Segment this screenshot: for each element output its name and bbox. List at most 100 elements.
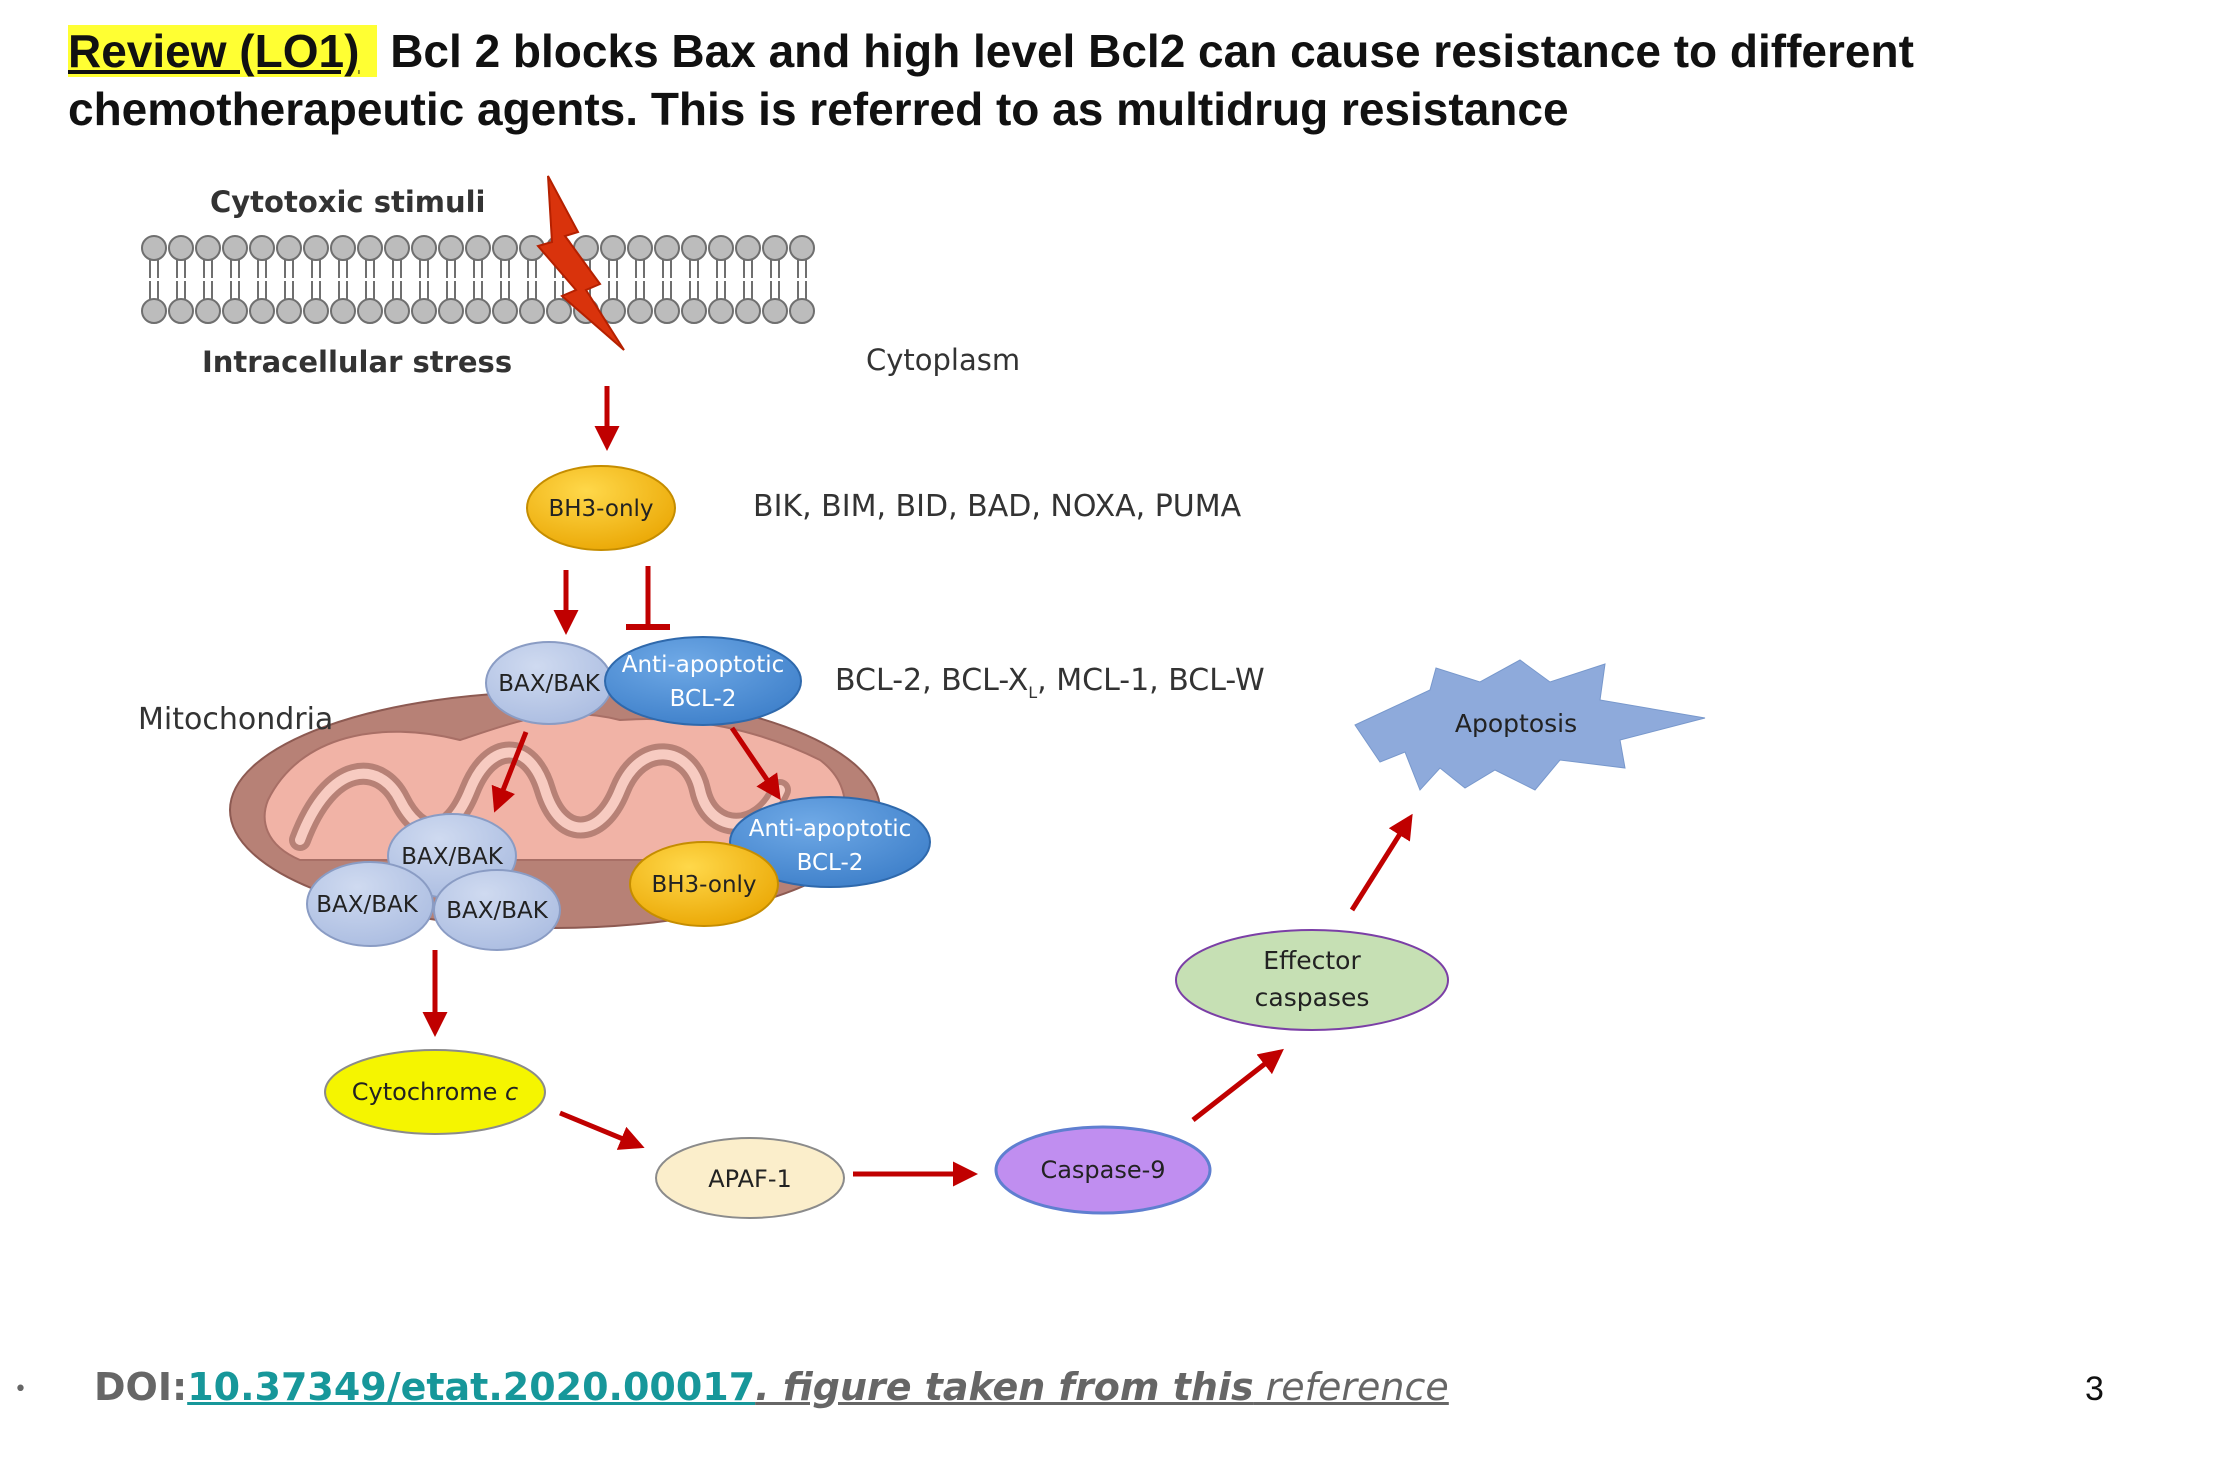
anti-apoptotic-line1: Anti-apoptotic bbox=[622, 652, 785, 678]
intracellular-stress-label: Intracellular stress bbox=[202, 345, 512, 379]
svg-text:BH3-only: BH3-only bbox=[651, 872, 756, 898]
lipid-head bbox=[627, 235, 653, 261]
mitochondria-label: Mitochondria bbox=[138, 702, 333, 737]
apoptosis-label: Apoptosis bbox=[1455, 709, 1577, 738]
bcl2-members-label: BCL-2, BCL-XL, MCL-1, BCL-W bbox=[835, 663, 1265, 702]
title-highlight: Review (LO1) bbox=[68, 25, 378, 77]
lipid-head bbox=[762, 235, 788, 261]
bh3-only-node: BH3-only bbox=[526, 465, 676, 551]
bax-bak-pore-right: BAX/BAK bbox=[433, 869, 561, 951]
caspase-9-node: Caspase-9 bbox=[994, 1125, 1212, 1215]
lipid-head bbox=[168, 235, 194, 261]
apoptosis-burst: Apoptosis bbox=[1354, 659, 1706, 791]
bh3-members-label: BIK, BIM, BID, BAD, NOXA, PUMA bbox=[753, 489, 1242, 524]
doi-label: DOI: bbox=[94, 1365, 188, 1409]
lipid-head bbox=[708, 235, 734, 261]
lipid-head bbox=[438, 235, 464, 261]
lipid-head bbox=[330, 235, 356, 261]
bh3-only-label: BH3-only bbox=[548, 496, 653, 522]
anti-apoptotic-cytosolic-node: Anti-apoptotic BCL-2 bbox=[604, 636, 802, 726]
lipid-head bbox=[465, 235, 491, 261]
effector-line2: caspases bbox=[1255, 983, 1370, 1012]
lipid-head bbox=[168, 298, 194, 324]
lipid-head bbox=[600, 298, 626, 324]
lipid-head bbox=[627, 298, 653, 324]
arrow-caspase9-to-effector bbox=[1191, 1048, 1284, 1122]
lipid-head bbox=[411, 235, 437, 261]
lipid-head bbox=[681, 235, 707, 261]
lipid-head bbox=[195, 298, 221, 324]
lipid-head bbox=[222, 235, 248, 261]
lipid-head bbox=[222, 298, 248, 324]
lipid-head bbox=[384, 235, 410, 261]
lipid-head bbox=[303, 235, 329, 261]
svg-text:BAX/BAK: BAX/BAK bbox=[446, 898, 549, 924]
lipid-head bbox=[411, 298, 437, 324]
cytotoxic-stimuli-label: Cytotoxic stimuli bbox=[210, 185, 486, 219]
cell-membrane bbox=[141, 235, 815, 324]
anti-apoptotic-line2: BCL-2 bbox=[670, 686, 737, 712]
lipid-head bbox=[141, 235, 167, 261]
apaf-1-label: APAF-1 bbox=[708, 1165, 792, 1193]
anti-apoptotic-mito-node: Anti-apoptotic BCL-2 bbox=[729, 796, 931, 888]
bax-bak-pore-left: BAX/BAK bbox=[306, 861, 434, 947]
effector-line1: Effector bbox=[1263, 946, 1361, 975]
apaf-1-node: APAF-1 bbox=[655, 1137, 845, 1219]
lipid-head bbox=[438, 298, 464, 324]
reference-link[interactable]: reference bbox=[1253, 1365, 1449, 1409]
slide-number: 3 bbox=[2085, 1370, 2104, 1408]
lipid-head bbox=[708, 298, 734, 324]
lipid-head bbox=[735, 235, 761, 261]
arrow-effector-to-apoptosis bbox=[1349, 813, 1413, 912]
title-line-1: Bcl 2 blocks Bax and high level Bcl2 can… bbox=[390, 25, 1914, 77]
lipid-head bbox=[681, 298, 707, 324]
footer-reference: • DOI:10.37349/etat.2020.00017. figure ta… bbox=[14, 1365, 1449, 1409]
lipid-head bbox=[519, 298, 545, 324]
figure-source-text: . figure taken from this bbox=[755, 1365, 1254, 1409]
lipid-head bbox=[789, 235, 815, 261]
cytochrome-label: Cytochrome c bbox=[352, 1078, 518, 1106]
svg-text:BCL-2: BCL-2 bbox=[797, 850, 864, 876]
arrow-cytochrome-to-apaf bbox=[559, 1110, 645, 1150]
lightning-bolt-icon bbox=[536, 175, 625, 351]
svg-text:BAX/BAK: BAX/BAK bbox=[316, 892, 419, 918]
svg-text:Anti-apoptotic: Anti-apoptotic bbox=[749, 816, 912, 842]
caspase-9-label: Caspase-9 bbox=[1040, 1156, 1165, 1184]
lipid-head bbox=[492, 298, 518, 324]
cytochrome-c-node: Cytochrome c bbox=[324, 1049, 546, 1135]
slide-title: Review (LO1) Bcl 2 blocks Bax and high l… bbox=[68, 22, 2068, 138]
arrow-bcl2-translocation bbox=[729, 726, 781, 801]
cytoplasm-label: Cytoplasm bbox=[866, 343, 1020, 377]
lipid-head bbox=[303, 298, 329, 324]
lipid-head bbox=[276, 235, 302, 261]
lipid-head bbox=[654, 298, 680, 324]
lipid-head bbox=[141, 298, 167, 324]
lipid-head bbox=[735, 298, 761, 324]
bax-bak-cytosolic-node: BAX/BAK bbox=[485, 641, 613, 725]
lipid-head bbox=[195, 235, 221, 261]
lipid-head bbox=[249, 235, 275, 261]
arrow-bax-translocation bbox=[491, 731, 529, 813]
lipid-head bbox=[276, 298, 302, 324]
svg-text:BAX/BAK: BAX/BAK bbox=[401, 844, 504, 870]
doi-link[interactable]: 10.37349/etat.2020.00017 bbox=[187, 1365, 756, 1409]
lipid-head bbox=[384, 298, 410, 324]
lipid-head bbox=[789, 298, 815, 324]
footer-bullet: • bbox=[14, 1377, 27, 1402]
lipid-head bbox=[465, 298, 491, 324]
bax-bak-label: BAX/BAK bbox=[498, 671, 601, 697]
lipid-head bbox=[357, 235, 383, 261]
bh3-only-mito-node: BH3-only bbox=[629, 841, 779, 927]
mitochondrion bbox=[229, 691, 881, 929]
lipid-head bbox=[249, 298, 275, 324]
lipid-head bbox=[492, 235, 518, 261]
lipid-head bbox=[357, 298, 383, 324]
lipid-head bbox=[762, 298, 788, 324]
title-line-2: chemotherapeutic agents. This is referre… bbox=[68, 83, 1569, 135]
lipid-head bbox=[330, 298, 356, 324]
effector-caspases-node: Effector caspases bbox=[1175, 929, 1449, 1031]
lipid-head bbox=[600, 235, 626, 261]
lipid-head bbox=[546, 298, 572, 324]
lipid-head bbox=[654, 235, 680, 261]
